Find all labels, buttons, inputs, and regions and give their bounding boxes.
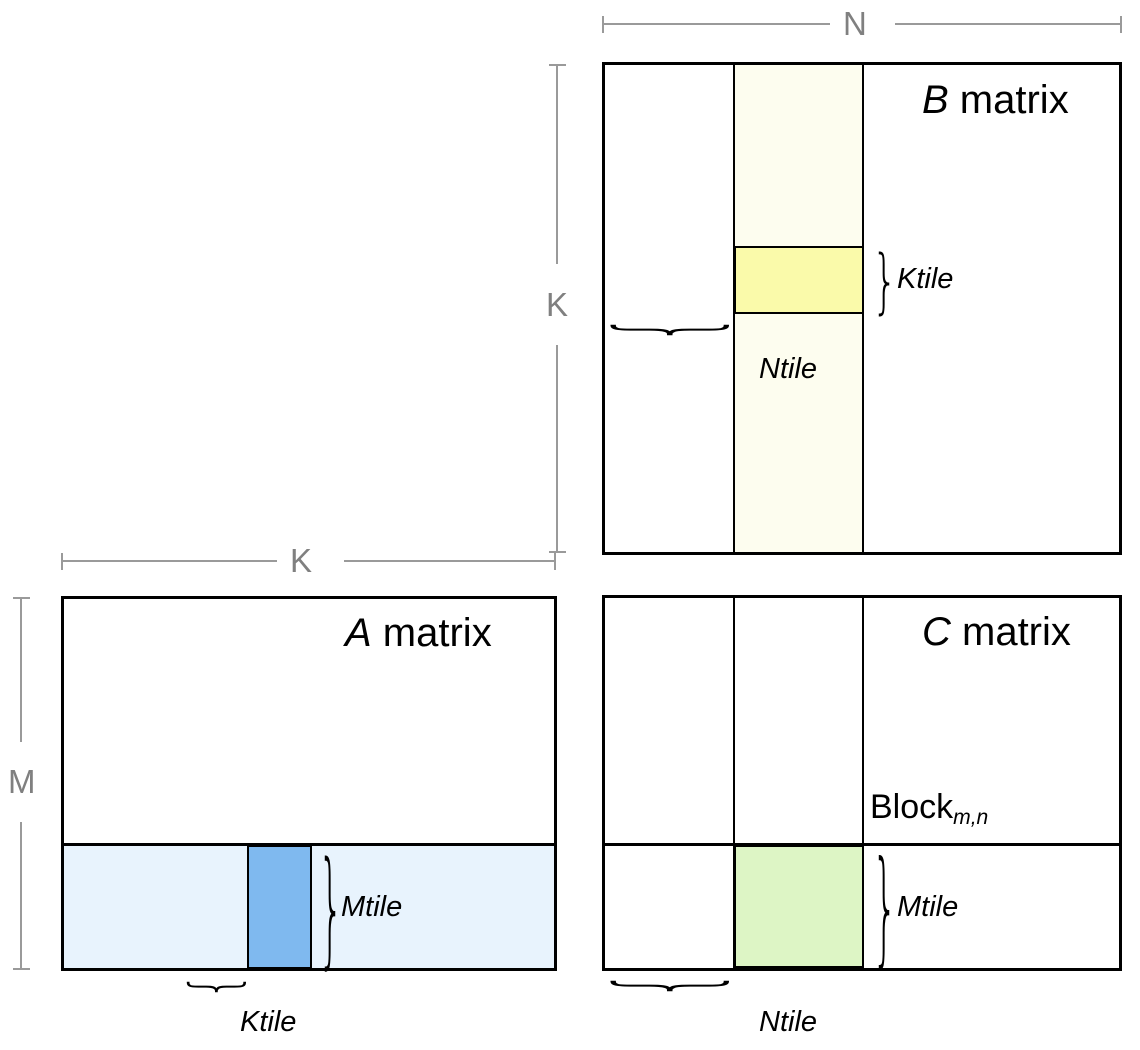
c-block-label-text: Block	[870, 788, 954, 826]
c-matrix-title-var: C	[922, 610, 951, 654]
k-dimension-line-right	[344, 560, 556, 562]
k-dimension-line-left	[61, 560, 277, 562]
k-dimension-label-horizontal: K	[290, 542, 313, 579]
c-row-divider	[602, 843, 1122, 846]
c-column-left-divider	[733, 598, 735, 968]
c-matrix-title-rest: matrix	[950, 610, 1071, 654]
m-dimension-label: M	[8, 763, 36, 800]
c-ntile-label: Ntile	[759, 1006, 818, 1038]
b-ntile-brace: }	[599, 318, 747, 344]
a-matrix-title: A matrix	[345, 613, 492, 653]
k-dimension-cap-top	[549, 64, 566, 66]
m-dimension-cap-top	[13, 597, 30, 599]
b-matrix-title-rest: matrix	[948, 78, 1069, 122]
n-dimension-cap-left	[602, 16, 604, 33]
k-dimension-cap-left	[61, 553, 63, 570]
c-matrix-title: C matrix	[922, 612, 1071, 652]
a-mtile-brace: }	[318, 837, 344, 983]
c-mtile-label: Mtile	[897, 891, 959, 923]
n-dimension-label: N	[843, 5, 867, 42]
a-matrix-title-rest: matrix	[371, 611, 492, 655]
m-dimension-line-top	[20, 597, 22, 742]
k-dimension-line-bottom	[556, 345, 558, 553]
m-dimension-line-bottom	[20, 822, 22, 970]
a-row-divider	[61, 843, 557, 846]
b-ktile-ntile-tile	[734, 246, 864, 314]
b-ktile-label: Ktile	[897, 263, 954, 295]
a-ktile-brace: }	[181, 975, 255, 1001]
c-column-right-divider	[862, 598, 864, 968]
k-dimension-cap-bottom	[549, 551, 566, 553]
m-dimension-cap-bottom	[13, 968, 30, 970]
k-dimension-label-vertical: K	[546, 286, 569, 323]
c-ntile-brace: }	[599, 974, 747, 1000]
n-dimension-line-right	[895, 23, 1122, 25]
c-mtile-ntile-tile	[734, 845, 864, 968]
c-block-label: Blockm,n	[870, 788, 988, 828]
a-mtile-label: Mtile	[341, 891, 403, 923]
k-dimension-cap-right	[554, 553, 556, 570]
c-mtile-brace: }	[872, 837, 898, 982]
b-ktile-brace: }	[872, 241, 898, 323]
a-ktile-label: Ktile	[240, 1006, 297, 1038]
a-matrix-title-var: A	[345, 611, 372, 655]
b-ntile-label: Ntile	[759, 353, 818, 385]
b-matrix-title-var: B	[922, 78, 949, 122]
c-block-label-subscript: m,n	[953, 806, 989, 830]
k-dimension-line-top	[556, 64, 558, 264]
a-mtile-ktile-tile	[247, 845, 312, 969]
b-matrix-title: B matrix	[922, 80, 1069, 120]
n-dimension-cap-right	[1120, 16, 1122, 33]
n-dimension-line-left	[602, 23, 830, 25]
